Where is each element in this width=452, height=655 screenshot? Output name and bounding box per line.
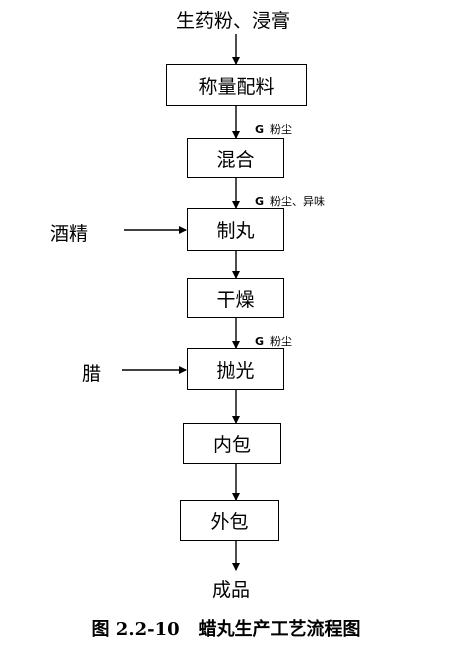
- step-polishing-box: 抛光: [187, 348, 284, 390]
- emission-code: G: [255, 335, 265, 348]
- emission-after-weighing: G 粉尘: [255, 121, 292, 137]
- step-weighing-box: 称量配料: [166, 64, 307, 106]
- final-product-label: 成品: [212, 579, 251, 601]
- raw-material-label: 生药粉、浸膏: [176, 10, 291, 32]
- emission-text: 粉尘: [270, 335, 293, 348]
- emission-code: G: [255, 195, 265, 208]
- step-drying-box: 干燥: [187, 278, 284, 318]
- step-pelleting-box: 制丸: [187, 208, 284, 251]
- wax-input-label: 腊: [82, 363, 102, 385]
- emission-after-mixing: G 粉尘、异味: [255, 193, 325, 209]
- alcohol-input-label: 酒精: [50, 223, 89, 245]
- emission-text: 粉尘: [270, 123, 293, 136]
- step-inner-pack-box: 内包: [183, 423, 281, 464]
- figure-title: 蜡丸生产工艺流程图: [198, 619, 361, 640]
- emission-code: G: [255, 123, 265, 136]
- step-outer-pack-box: 外包: [180, 500, 279, 541]
- step-mixing-box: 混合: [187, 138, 284, 178]
- emission-after-drying: G 粉尘: [255, 333, 292, 349]
- figure-caption: 图 2.2-10 蜡丸生产工艺流程图: [0, 615, 452, 641]
- emission-text: 粉尘、异味: [270, 195, 326, 208]
- figure-number: 图 2.2-10: [91, 619, 180, 640]
